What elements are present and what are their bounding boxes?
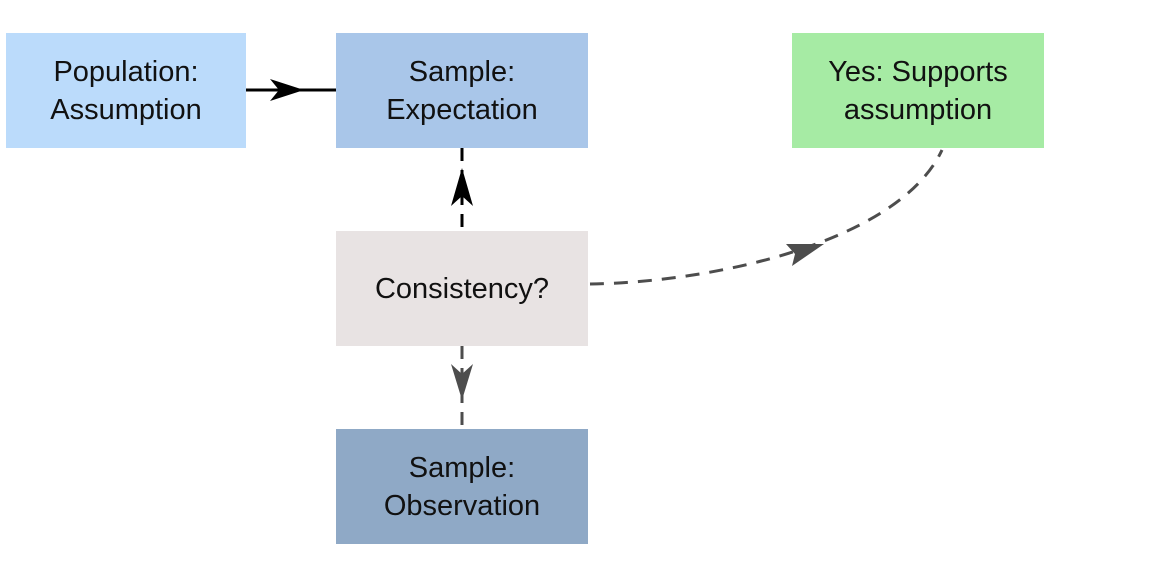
- node-label-line2: Expectation: [386, 93, 538, 126]
- node-label-line1: Sample:: [408, 55, 516, 88]
- node-sample-observation: Sample: Observation: [336, 429, 588, 544]
- node-label: Consistency?: [374, 272, 550, 305]
- node-label-line2: assumption: [843, 93, 993, 126]
- node-consistency: Consistency?: [336, 231, 588, 346]
- arrowhead-right-icon: [270, 79, 304, 101]
- edge-consistency-to-expectation: [451, 148, 473, 230]
- node-label-line1: Yes: Supports: [828, 55, 1008, 88]
- arrowhead-curve-icon: [786, 244, 824, 266]
- node-population-assumption: Population: Assumption: [6, 33, 246, 148]
- node-sample-expectation: Sample: Expectation: [336, 33, 588, 148]
- edge-population-to-expectation: [246, 79, 336, 101]
- node-label-line2: Assumption: [50, 93, 202, 126]
- arrowhead-up-icon: [451, 168, 473, 206]
- node-label-line1: Population:: [53, 55, 199, 88]
- node-label-line1: Sample:: [408, 451, 516, 484]
- arrowhead-down-icon: [451, 364, 473, 400]
- edge-consistency-to-supports: [589, 149, 944, 286]
- node-label-line2: Observation: [383, 489, 541, 522]
- node-supports-assumption: Yes: Supports assumption: [792, 33, 1044, 148]
- edge-consistency-to-observation: [451, 346, 473, 428]
